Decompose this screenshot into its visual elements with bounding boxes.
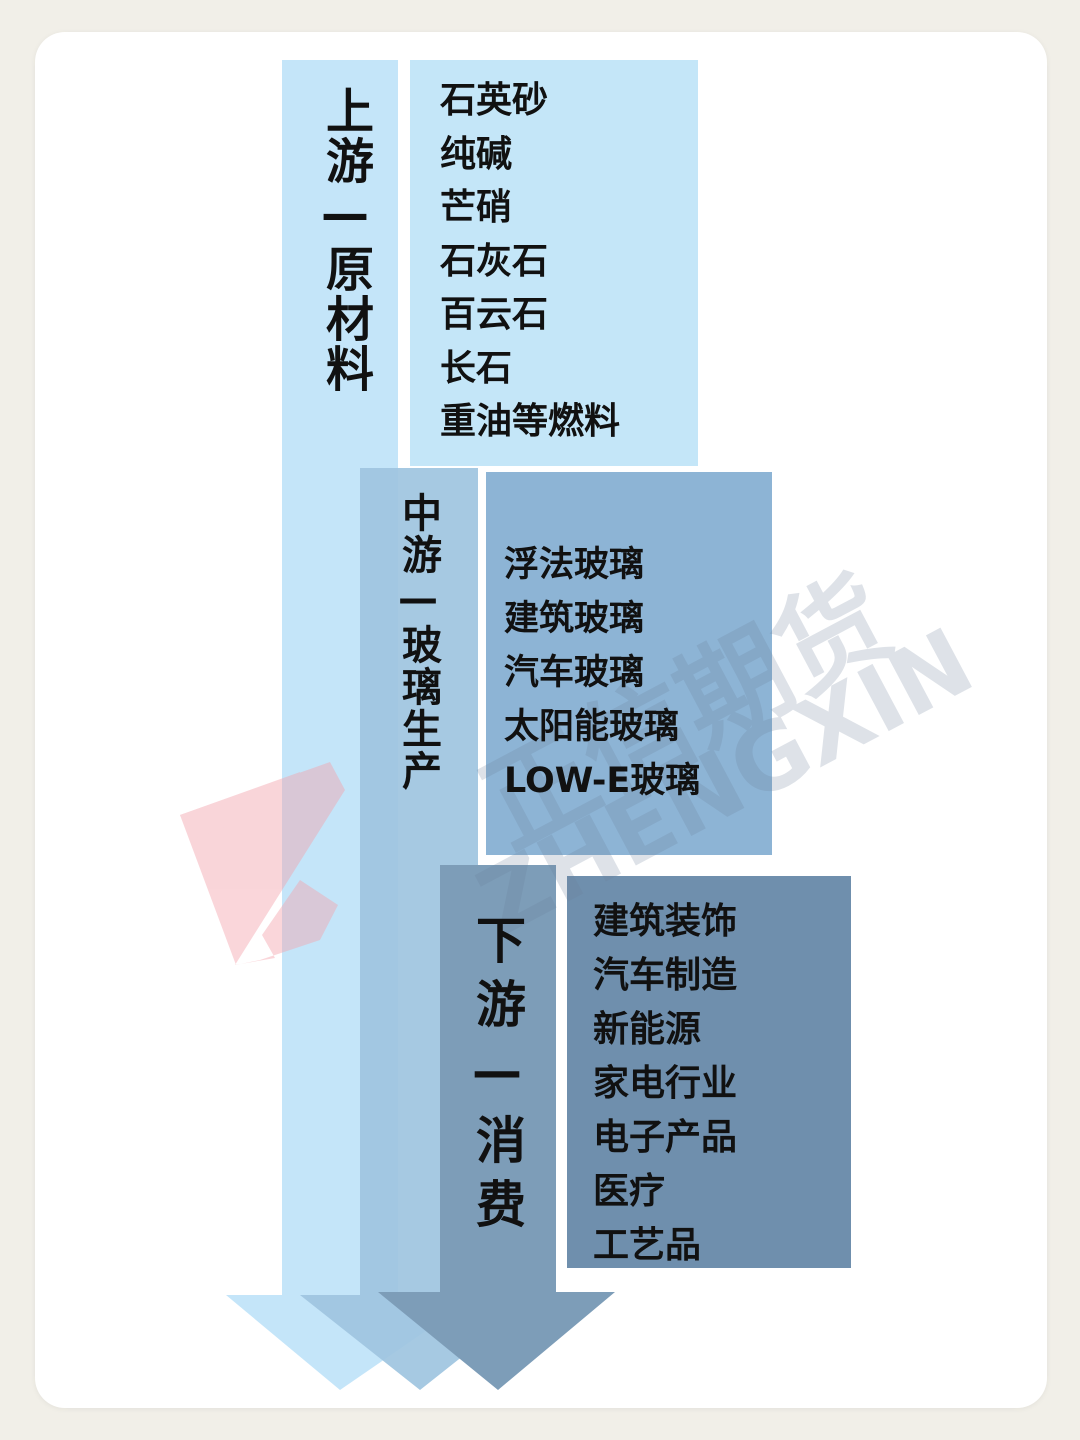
upstream-item: 石灰石 xyxy=(440,240,549,282)
midstream-item: 浮法玻璃 xyxy=(504,545,645,585)
upstream-items: 石英砂 纯碱 芒硝 石灰石 百云石 长石 重油等燃料 xyxy=(440,74,620,449)
downstream-item: 新能源 xyxy=(593,1009,702,1050)
midstream-item: 汽车玻璃 xyxy=(504,653,645,693)
midstream-item: 建筑玻璃 xyxy=(504,599,645,639)
downstream-item: 家电行业 xyxy=(593,1063,738,1104)
upstream-item: 纯碱 xyxy=(440,133,513,175)
downstream-item: 电子产品 xyxy=(593,1117,738,1158)
midstream-arrow xyxy=(300,468,540,1390)
upstream-item: 芒硝 xyxy=(440,187,513,228)
midstream-item: 太阳能玻璃 xyxy=(504,707,680,747)
downstream-items: 建筑装饰 汽车制造 新能源 家电行业 电子产品 医疗 工艺品 xyxy=(593,895,737,1273)
upstream-item: 重油等燃料 xyxy=(440,401,621,442)
downstream-box xyxy=(567,876,851,1268)
upstream-item: 百云石 xyxy=(440,294,549,335)
downstream-item: 医疗 xyxy=(593,1171,666,1212)
upstream-item: 石英砂 xyxy=(440,80,549,121)
downstream-item: 工艺品 xyxy=(593,1225,702,1266)
upstream-arrow xyxy=(226,60,478,1390)
midstream-label: 中游—玻璃生产 xyxy=(395,492,441,792)
upstream-box xyxy=(410,60,698,466)
downstream-label: 下游—消费 xyxy=(468,914,526,1242)
upstream-label: 上游—原材料 xyxy=(317,86,373,394)
downstream-item: 建筑装饰 xyxy=(593,901,738,942)
midstream-items: 浮法玻璃 建筑玻璃 汽车玻璃 太阳能玻璃 LOW-E玻璃 xyxy=(504,538,700,808)
midstream-item: LOW-E玻璃 xyxy=(504,761,701,801)
midstream-box xyxy=(486,472,772,855)
downstream-arrow xyxy=(378,865,615,1390)
downstream-item: 汽车制造 xyxy=(593,955,738,996)
upstream-item: 长石 xyxy=(440,347,513,389)
